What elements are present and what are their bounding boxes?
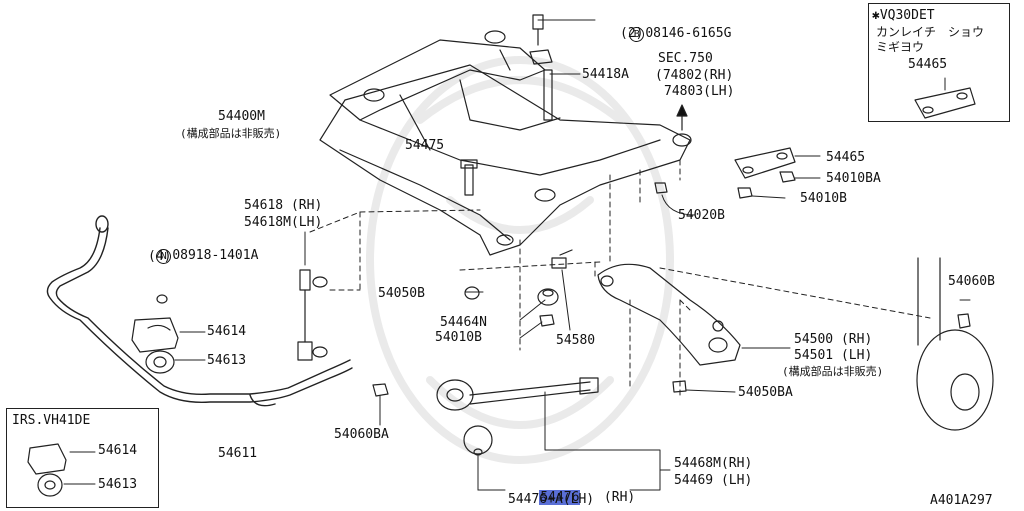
label-54010B-b: 54010B	[435, 330, 482, 345]
highlighted-part-54476[interactable]: 54476	[539, 490, 581, 505]
label-54476: 54476 (RH)	[508, 477, 635, 511]
inset-bl-part-b: 54613	[98, 477, 138, 492]
label-54020B: 54020B	[678, 208, 725, 223]
diagram-code: A401A297	[930, 493, 993, 508]
label-54618M: 54618M(LH)	[244, 215, 323, 230]
label-54476A: 54476+A(LH)	[508, 492, 595, 507]
label-54010BA: 54010BA	[826, 171, 881, 186]
label-54010B-a: 54010B	[800, 191, 847, 206]
label-54418A: 54418A	[582, 67, 629, 82]
label-54050BA: 54050BA	[738, 385, 793, 400]
nut-circle-icon: N	[156, 249, 172, 264]
nut-54020B	[654, 182, 668, 194]
label-54400M: 54400M	[218, 109, 265, 124]
label-not-sold: (構成部品は非販売)	[180, 127, 282, 140]
inset-tr-drawing	[914, 77, 976, 119]
inset-bl-part-a: 54614	[98, 443, 138, 458]
crossmember-54400M	[319, 30, 692, 256]
inset-bl-drawing	[27, 443, 96, 497]
label-54464N: 54464N	[440, 315, 487, 330]
nut-54050B	[464, 286, 480, 300]
bolt-part-number: 08146-6165G	[645, 26, 732, 41]
nut-54010B	[539, 314, 555, 327]
bracket-54614	[131, 294, 179, 353]
label-54500: 54500 (RH)	[794, 332, 873, 347]
inset-tr-title: ✱VQ30DET	[872, 8, 935, 23]
inset-bottom-left	[6, 408, 159, 508]
inset-top-right	[868, 3, 1010, 122]
label-54469: 54469 (LH)	[674, 473, 753, 488]
sec750-arrow	[676, 104, 688, 131]
bolt-54475	[460, 159, 478, 196]
label-54050B: 54050B	[378, 286, 425, 301]
label-54468M: 54468M(RH)	[674, 456, 753, 471]
bolt-54580	[551, 249, 573, 269]
bolt-54418A	[529, 14, 596, 121]
inset-tr-note1: カンレイチ ショウ	[876, 25, 985, 39]
inset-tr-note2: ミギヨウ	[876, 40, 925, 54]
stabilizer-link-54618	[297, 231, 328, 361]
label-sec-lh: 74803(LH)	[664, 84, 735, 99]
nut-54050BA	[672, 380, 687, 393]
stabilizer-bar-54611	[46, 215, 353, 407]
label-sec750: SEC.750	[658, 51, 713, 66]
label-sec-rh: (74802(RH)	[655, 68, 734, 83]
bolt-qty: (2)	[620, 26, 644, 41]
nut-54060BA	[372, 383, 389, 397]
tension-rod-54468M	[436, 377, 599, 411]
label-not-sold-2: (構成部品は非販売)	[782, 365, 884, 378]
dashed-leaders	[309, 159, 931, 396]
nut-qty: (4)	[148, 249, 172, 264]
label-54501: 54501 (LH)	[794, 348, 873, 363]
label-54614: 54614	[207, 324, 247, 339]
watermark-emblem	[366, 56, 674, 464]
label-54060B: 54060B	[948, 274, 995, 289]
lower-link-54500	[597, 263, 791, 366]
bushing-54476	[463, 425, 493, 491]
label-54613: 54613	[207, 353, 247, 368]
label-54465: 54465	[826, 150, 866, 165]
label-54060BA: 54060BA	[334, 427, 389, 442]
brake-rotor	[916, 257, 994, 431]
bushing-54464N	[537, 288, 559, 306]
bushing-54613	[145, 350, 175, 374]
nut-part-number: 08918-1401A	[172, 248, 259, 263]
bracket-54465	[734, 147, 821, 199]
bolt-circle-icon: B	[629, 27, 645, 42]
inset-tr-part: 54465	[908, 57, 948, 72]
inset-bl-title: IRS.VH41DE	[12, 413, 91, 428]
label-54618: 54618 (RH)	[244, 198, 323, 213]
label-54476-rh: (RH)	[580, 490, 636, 505]
label-54580: 54580	[556, 333, 596, 348]
label-54475: 54475	[405, 138, 445, 153]
label-54611: 54611	[218, 446, 258, 461]
